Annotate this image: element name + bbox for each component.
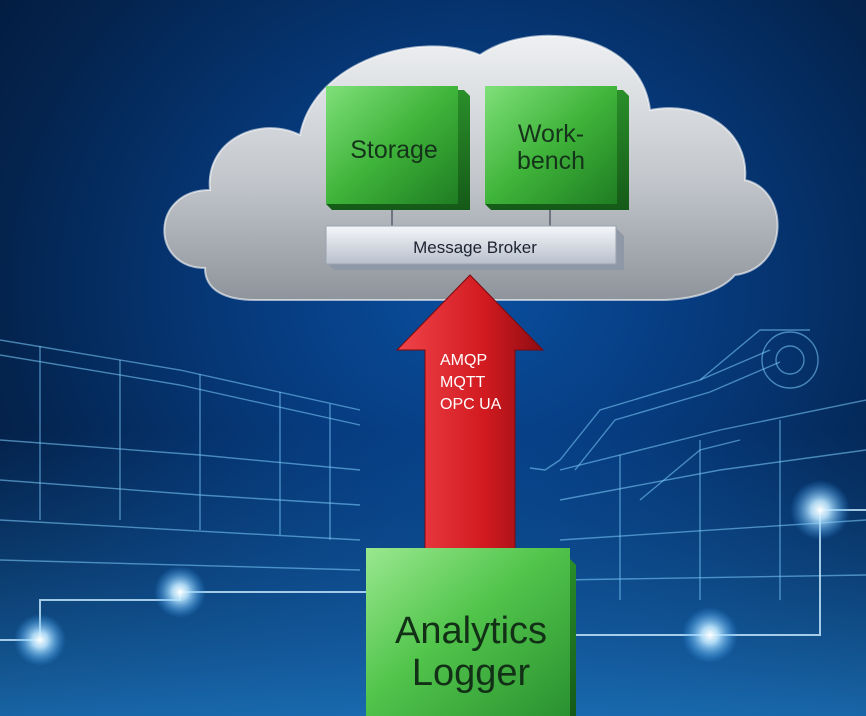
message-broker-bar <box>325 225 624 270</box>
glow-node <box>154 566 206 618</box>
protocol-opc-ua: OPC UA <box>440 396 502 413</box>
storage-box <box>326 86 470 210</box>
message-broker-face <box>325 225 617 265</box>
wireframe-factory <box>0 329 866 600</box>
protocol-mqtt: MQTT <box>440 374 486 391</box>
glow-node <box>682 607 738 663</box>
analytics-logger-label: Analytics Logger <box>394 610 548 694</box>
box-connectors <box>391 210 551 228</box>
storage-box-face <box>326 86 458 204</box>
message-broker-label: Message Broker <box>413 238 537 257</box>
logger-box <box>366 548 576 716</box>
logger-box-face <box>366 548 570 716</box>
glow-node <box>14 614 66 666</box>
protocol-amqp: AMQP <box>440 352 488 369</box>
workbench-box-face <box>485 86 617 204</box>
glow-nodes <box>14 480 850 666</box>
glow-node <box>790 480 850 540</box>
storage-label: Storage <box>350 135 438 164</box>
workbench-box <box>485 86 629 210</box>
protocol-list: AMQP MQTT OPC UA <box>440 350 530 416</box>
workbench-label: Work- bench <box>516 120 586 175</box>
